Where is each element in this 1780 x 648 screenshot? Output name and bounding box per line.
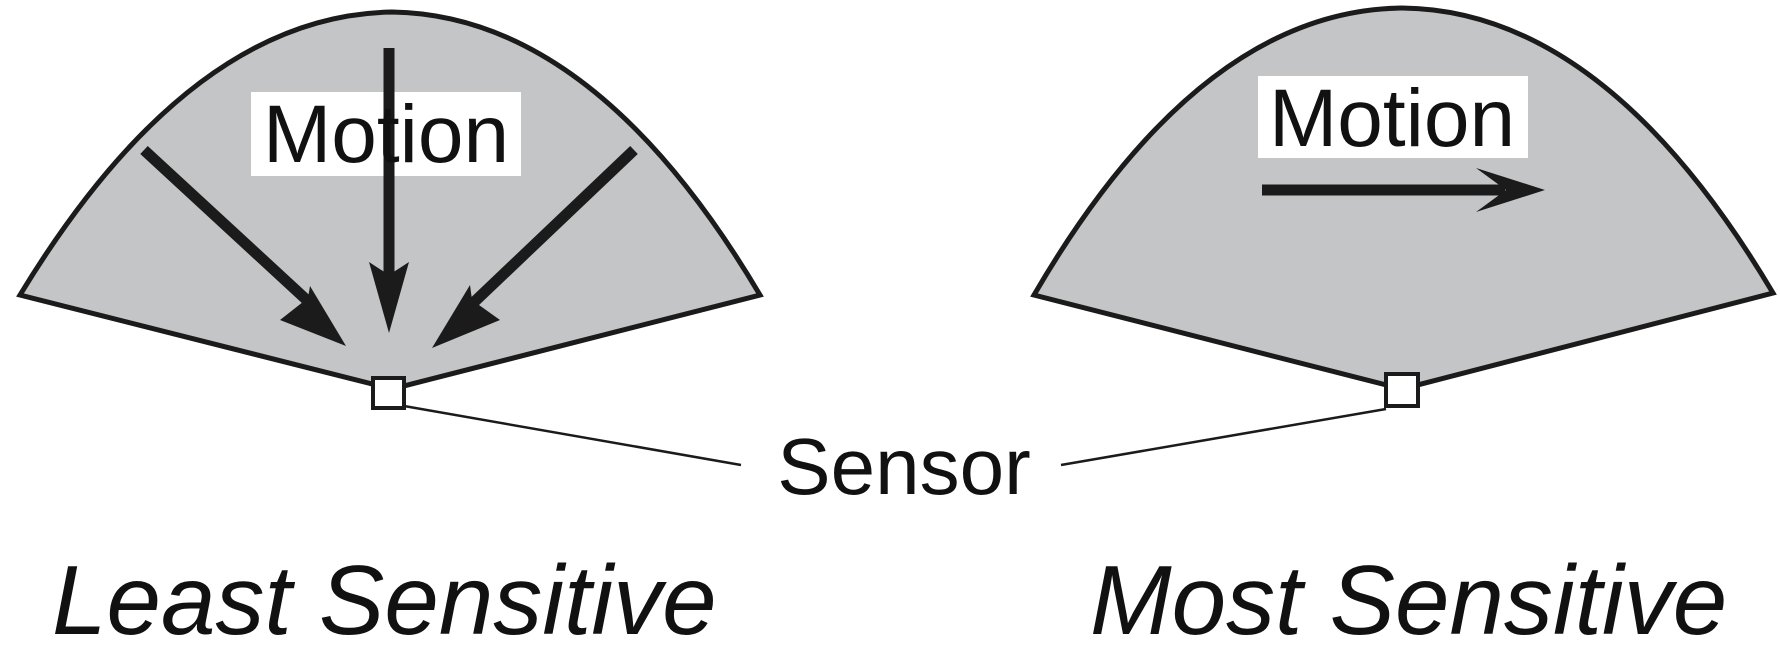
arrow-from-top bbox=[369, 48, 409, 333]
right-motion-label: Motion bbox=[1269, 73, 1515, 164]
sensor-label: Sensor bbox=[777, 422, 1030, 511]
right-detection-zone bbox=[1030, 5, 1777, 392]
sensor-callout: Sensor bbox=[403, 404, 1387, 511]
right-panel: Motion bbox=[1030, 5, 1777, 408]
sensor-leader-left bbox=[403, 404, 742, 467]
arrow-from-upper-left bbox=[140, 145, 346, 346]
left-panel: Motion bbox=[16, 9, 764, 410]
least-sensitive-caption: Least Sensitive bbox=[52, 545, 717, 648]
left-motion-arrows bbox=[140, 48, 638, 348]
left-sensor-square bbox=[371, 376, 406, 410]
right-sensor-square bbox=[1384, 372, 1420, 408]
most-sensitive-caption: Most Sensitive bbox=[1090, 545, 1727, 648]
sensor-leader-right bbox=[1060, 407, 1387, 467]
right-motion-label-box bbox=[1258, 76, 1528, 158]
left-motion-label: Motion bbox=[263, 89, 509, 180]
right-motion-arrow bbox=[1262, 168, 1545, 212]
arrow-from-upper-right bbox=[432, 146, 638, 348]
